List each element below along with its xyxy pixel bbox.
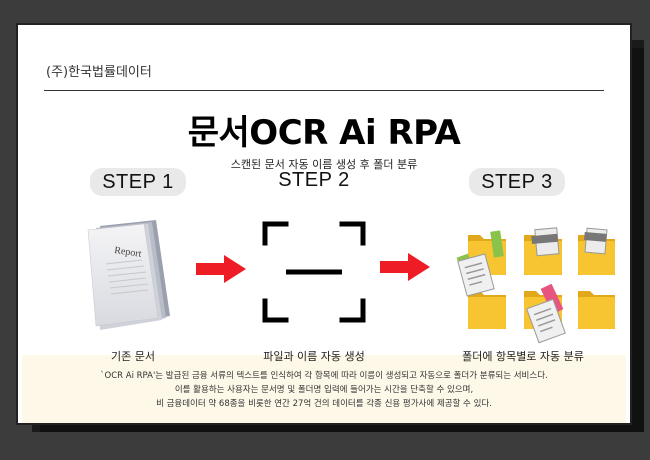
header-divider (44, 90, 604, 91)
scan-frame-icon (262, 221, 366, 323)
step-2-caption: 파일과 이름 자동 생성 (263, 350, 365, 363)
report-text: Report (114, 245, 143, 260)
step-2-pill: STEP 2 (278, 168, 350, 191)
description-text: `OCR Ai RPA'는 발급된 금융 서류의 텍스트를 인식하여 각 항목에… (18, 369, 630, 411)
arrow-right-icon (380, 253, 430, 281)
step-1-pill: STEP 1 (90, 168, 186, 196)
arrow-right-icon (196, 255, 246, 283)
step-3-pill: STEP 3 (469, 168, 565, 196)
step-1-caption: 기존 문서 (111, 350, 155, 363)
slide-title: 문서OCR Ai RPA (187, 113, 461, 153)
description-line: 이를 활용하는 사용자는 문서명 및 폴더명 입력에 들어가는 시간을 단축할 … (174, 385, 474, 395)
step-3-caption: 폴더에 항목별로 자동 분류 (462, 350, 584, 363)
company-name: (주)한국법률데이터 (46, 65, 152, 80)
description-line: `OCR Ai RPA'는 발급된 금융 서류의 텍스트를 인식하여 각 항목에… (100, 371, 548, 381)
description-box (22, 355, 626, 423)
report-document-icon: Report (87, 220, 170, 330)
slide: (주)한국법률데이터 문서OCR Ai RPA 스캔된 문서 자동 이름 생성 … (16, 23, 632, 425)
slide-subtitle: 스캔된 문서 자동 이름 생성 후 폴더 분류 (230, 158, 418, 171)
description-line: 비 금융데이터 약 68종을 비롯한 연간 27억 건의 데이터를 각종 신용 … (156, 399, 492, 409)
folders-icon (456, 227, 615, 344)
